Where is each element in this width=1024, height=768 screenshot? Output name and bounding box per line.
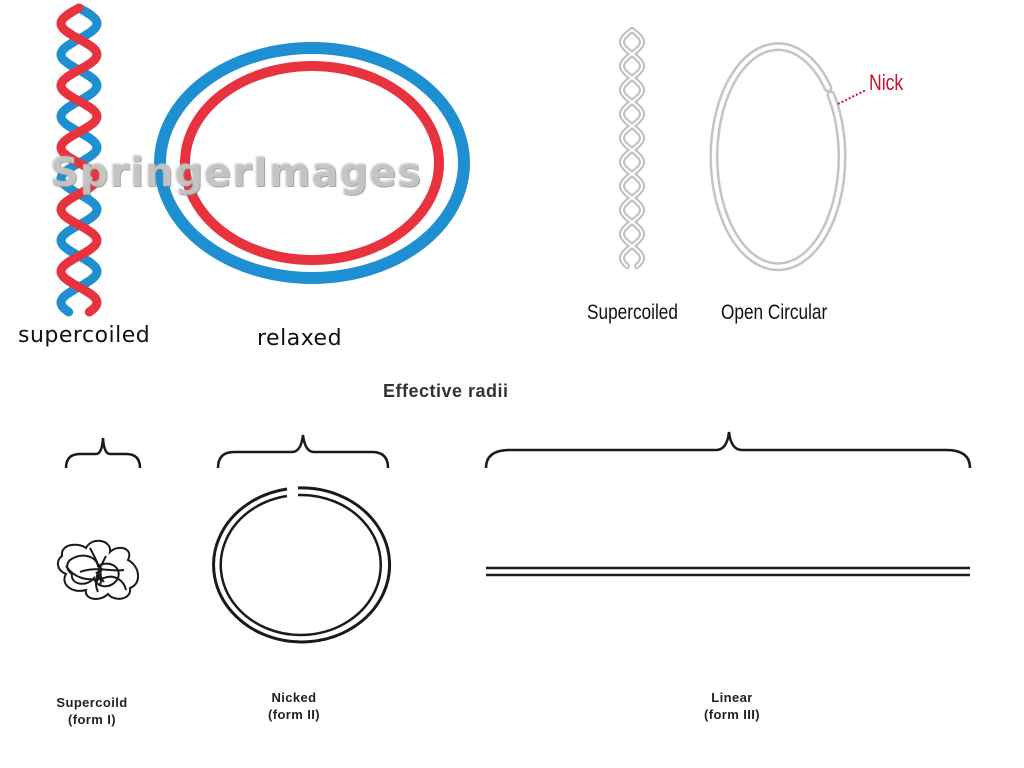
helix-strand-red xyxy=(56,3,102,317)
label-nick: Nick xyxy=(869,70,904,95)
helix-strand-blue xyxy=(56,3,102,317)
label-supercoiled-grey: Supercoiled xyxy=(587,301,678,324)
brace-nicked xyxy=(216,434,390,469)
form-name: Supercoild xyxy=(56,695,128,710)
open-circular-drawing xyxy=(709,42,847,272)
form-label-linear: Linear (form III) xyxy=(682,689,782,723)
label-supercoiled: supercoiled xyxy=(18,323,151,348)
form-number: (form II) xyxy=(268,707,320,722)
linear-dna-drawing xyxy=(486,566,970,577)
effective-radii-title: Effective radii xyxy=(383,381,509,401)
relaxed-circle-drawing xyxy=(154,42,470,284)
form-label-supercoild: Supercoild (form I) xyxy=(40,694,144,728)
grey-strand-b-core xyxy=(620,29,644,267)
form-label-nicked: Nicked (form II) xyxy=(244,689,344,723)
supercoiled-tangle-drawing xyxy=(56,539,139,600)
grey-supercoiled-drawing xyxy=(618,27,646,269)
nicked-circle-drawing xyxy=(212,486,392,644)
grey-strand-a-core xyxy=(620,29,644,267)
brace-linear xyxy=(484,431,972,469)
nick-pointer-line xyxy=(837,89,867,105)
form-number: (form III) xyxy=(704,707,760,722)
brace-supercoil xyxy=(64,437,142,469)
form-name: Nicked xyxy=(271,690,317,705)
watermark-logo: SpringerImages xyxy=(50,150,422,196)
form-name: Linear xyxy=(711,690,753,705)
label-relaxed: relaxed xyxy=(257,326,343,351)
label-open-circular: Open Circular xyxy=(721,301,828,324)
form-number: (form I) xyxy=(68,712,116,727)
supercoiled-helix-drawing xyxy=(56,3,102,317)
